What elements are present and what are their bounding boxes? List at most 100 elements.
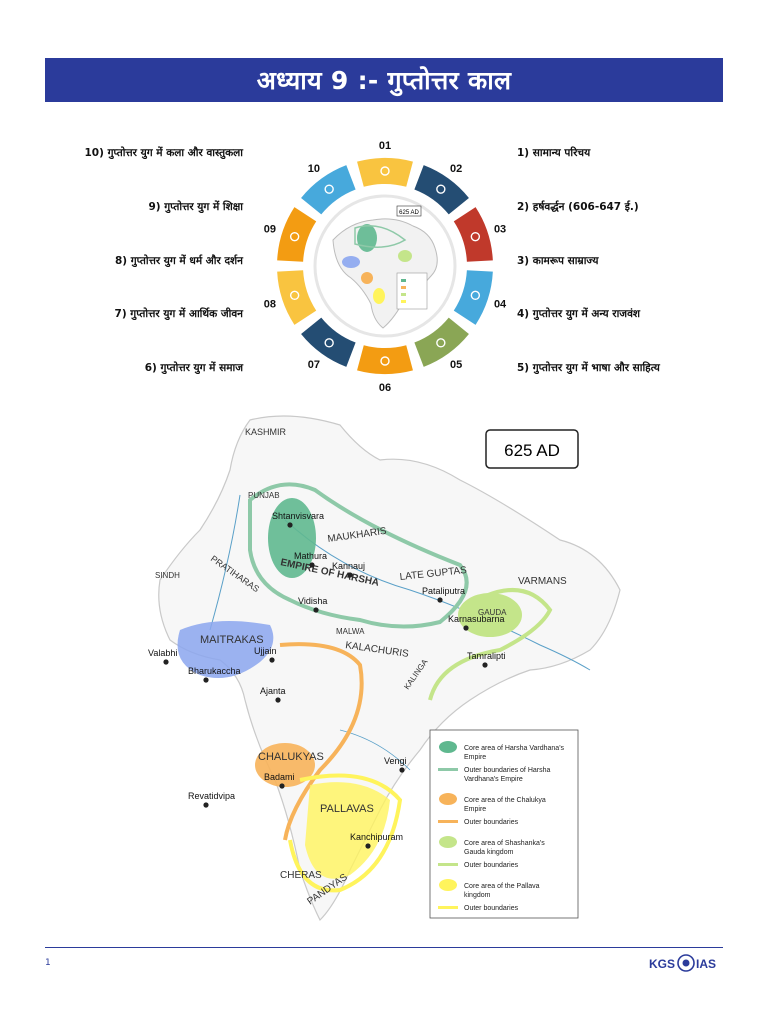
map-date-label: 625 AD (504, 441, 560, 460)
city-marker (463, 625, 469, 631)
legend-text: Core area of Shashanka's (464, 840, 545, 847)
wheel-number-06: 06 (379, 382, 391, 394)
city-label: Mathura (294, 551, 327, 561)
mini-map-date: 625 AD (399, 210, 419, 216)
city-label: Badami (264, 772, 295, 782)
legend-text: Outer boundaries (464, 819, 519, 826)
topic-5: 5) गुप्तोत्तर युग में भाषा और साहित्य (517, 362, 660, 374)
wheel-segment-04 (453, 270, 493, 325)
wheel-number-10: 10 (308, 163, 320, 175)
wheel-segment-07 (301, 317, 356, 367)
wheel-number-09: 09 (264, 224, 276, 236)
logo-text-left: KGS (649, 957, 675, 971)
legend-text: Gauda kingdom (464, 849, 514, 856)
wheel-segment-10 (301, 165, 356, 215)
footer-rule (45, 947, 723, 948)
chalukya-core-area (255, 743, 315, 787)
region-label: PUNJAB (248, 491, 280, 500)
city-label: Ujjain (254, 646, 277, 656)
city-marker (313, 607, 319, 613)
legend-swatch (438, 768, 458, 771)
city-marker (275, 697, 281, 703)
legend-swatch (438, 906, 458, 909)
city-label: Vidisha (298, 596, 327, 606)
wheel-segment-01 (357, 158, 413, 187)
topic-10: 10) गुप्तोत्तर युग में कला और वास्तुकला (84, 147, 244, 159)
map-legend: Core area of Harsha Vardhana'sEmpireOute… (429, 729, 579, 919)
topic-9: 9) गुप्तोत्तर युग में शिक्षा (148, 201, 243, 213)
harsha-core-area (268, 498, 316, 578)
wheel-segment-03 (453, 207, 493, 262)
legend-swatch (439, 793, 457, 805)
city-label: Valabhi (148, 648, 177, 658)
ganga-river (284, 519, 591, 671)
kgs-ias-logo: KGS IAS (649, 954, 716, 972)
legend-text: Empire (464, 754, 486, 761)
gauda-core-area (458, 593, 522, 637)
topic-2: 2) हर्षवर्द्धन (606-647 ई.) (517, 201, 639, 213)
topic-7: 7) गुप्तोत्तर युग में आर्थिक जीवन (114, 308, 243, 320)
bulb-icon (380, 166, 390, 176)
city-marker (482, 662, 488, 668)
topic-6: 6) गुप्तोत्तर युग में समाज (144, 362, 243, 374)
maitrakas-area (177, 621, 274, 679)
city-marker (203, 677, 209, 683)
topic-3: 3) कामरूप साम्राज्य (517, 255, 599, 267)
region-label: MALWA (336, 627, 365, 636)
city-marker (203, 802, 209, 808)
legend-text: Core area of the Chalukya (464, 797, 546, 804)
wheel-segment-06 (357, 345, 413, 374)
city-label: Tamralipti (467, 651, 506, 661)
region-label: GAUDA (478, 608, 507, 617)
city-marker (399, 767, 405, 773)
chapter-header: अध्याय 9 :- गुप्तोत्तर काल (45, 58, 723, 102)
city-marker (347, 572, 353, 578)
legend-text: Outer boundaries of Harsha (464, 767, 550, 774)
city-marker (163, 659, 169, 665)
city-label: Pataliputra (422, 586, 465, 596)
eye-icon (324, 184, 334, 194)
city-label: Ajanta (260, 686, 286, 696)
wheel-number-02: 02 (450, 163, 462, 175)
city-label: Karnasubarna (448, 614, 505, 624)
gauda-outer-boundary (428, 588, 553, 701)
wheel-segment-05 (414, 317, 469, 367)
database-icon (436, 338, 446, 348)
region-label: VARMANS (518, 576, 567, 587)
legend-text: Vardhana's Empire (464, 776, 523, 783)
wheel-segment-02 (414, 165, 469, 215)
region-label: SINDH (155, 571, 180, 580)
city-marker (309, 562, 315, 568)
city-label: Revatidvipa (188, 791, 235, 801)
city-marker (437, 597, 443, 603)
legend-text: kingdom (464, 892, 491, 899)
legend-swatch (438, 820, 458, 823)
wheel-number-07: 07 (308, 359, 320, 371)
chart-icon (289, 231, 300, 242)
pallava-outer-boundary (288, 773, 403, 893)
map-date-box (485, 429, 579, 469)
wheel-mini-map: 625 AD (332, 205, 438, 329)
region-label: KASHMIR (245, 427, 287, 437)
topic-8: 8) गुप्तोत्तर युग में धर्म और दर्शन (114, 255, 243, 267)
city-label: Kannauj (332, 561, 365, 571)
bulb-icon (324, 338, 334, 348)
target-icon (470, 290, 481, 301)
legend-swatch (439, 836, 457, 848)
hourglass-icon (470, 231, 481, 242)
legend-text: Core area of the Pallava (464, 883, 540, 890)
chart-icon (289, 290, 300, 301)
wheel-number-05: 05 (450, 359, 462, 371)
wheel-number-08: 08 (264, 298, 276, 310)
legend-text: Empire (464, 806, 486, 813)
page-number: 1 (45, 958, 51, 968)
pallava-core-area (305, 782, 390, 879)
chalukya-outer-boundary (279, 642, 364, 841)
topic-4: 4) गुप्तोत्तर युग में अन्य राजवंश (517, 308, 641, 320)
wheel-segment-08 (277, 270, 317, 325)
legend-text: Core area of Harsha Vardhana's (464, 745, 565, 752)
topic-1: 1) सामान्य परिचय (517, 147, 591, 159)
gear-icon (380, 356, 390, 366)
